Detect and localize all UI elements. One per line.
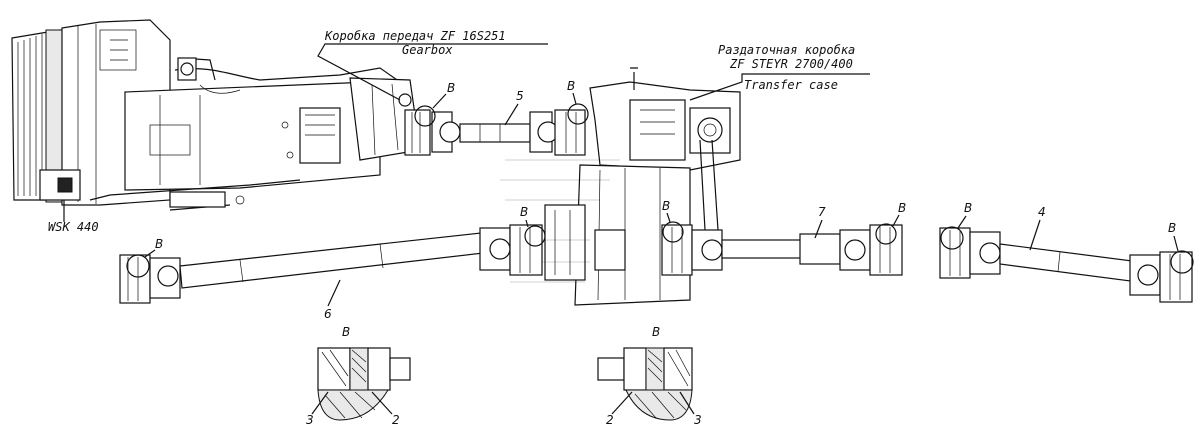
detail-b-circle-1 [414,105,436,127]
detail-b-callout-2: B [567,79,575,93]
detail-b-circle-4 [524,225,546,247]
detail-b-circle-7 [940,226,964,250]
shaft-7-number: 7 [818,205,826,219]
detail-right-part-3: 3 [694,413,702,427]
gearbox-body [11,19,421,211]
transfer-leader [689,73,870,101]
gearbox-leader [317,43,548,101]
detail-view-right-title: B [652,325,660,339]
detail-view-b-left: B 3 2 [306,325,411,427]
shaft-7 [661,224,903,276]
shaft-6 [119,224,543,304]
detail-b-circle-3 [126,254,150,278]
detail-b-circle-2 [567,103,589,125]
shaft-6-number: 6 [324,307,332,321]
transfer-label-ru-2: ZF STEYR 2700/400 [729,57,853,71]
shaft-4-number: 4 [1038,205,1046,219]
detail-b-circle-8 [1170,250,1194,274]
detail-left-part-3: 3 [306,413,314,427]
watermark-lines [500,159,620,283]
shaft-4 [939,227,1193,303]
shaft-5-number: 5 [516,89,524,103]
retarder-label: WSK 440 [48,220,99,234]
detail-right-part-2: 2 [606,413,614,427]
detail-b-callout-4: B [520,205,528,219]
detail-b-circle-5 [662,221,684,243]
detail-b-callout-7: B [964,201,972,215]
detail-b-callout-1: B [447,81,455,95]
detail-b-callout-8: B [1168,221,1176,235]
detail-b-circle-6 [875,223,897,245]
transfer-case-body [544,67,741,306]
shaft-5 [404,109,586,156]
detail-b-callout-3: B [155,237,163,251]
detail-b-callout-6: B [898,201,906,215]
transfer-label-ru-1: Раздаточная коробка [718,43,855,57]
gearbox-label-en: Gearbox [402,43,453,57]
detail-b-callout-5: B [662,199,670,213]
transfer-label-en: Transfer case [744,78,838,92]
detail-view-b-right: B 2 3 [597,325,702,427]
detail-left-part-2: 2 [392,413,400,427]
detail-view-left-title: B [342,325,350,339]
gearbox-label-ru: Коробка передач ZF 16S251 [324,29,506,43]
